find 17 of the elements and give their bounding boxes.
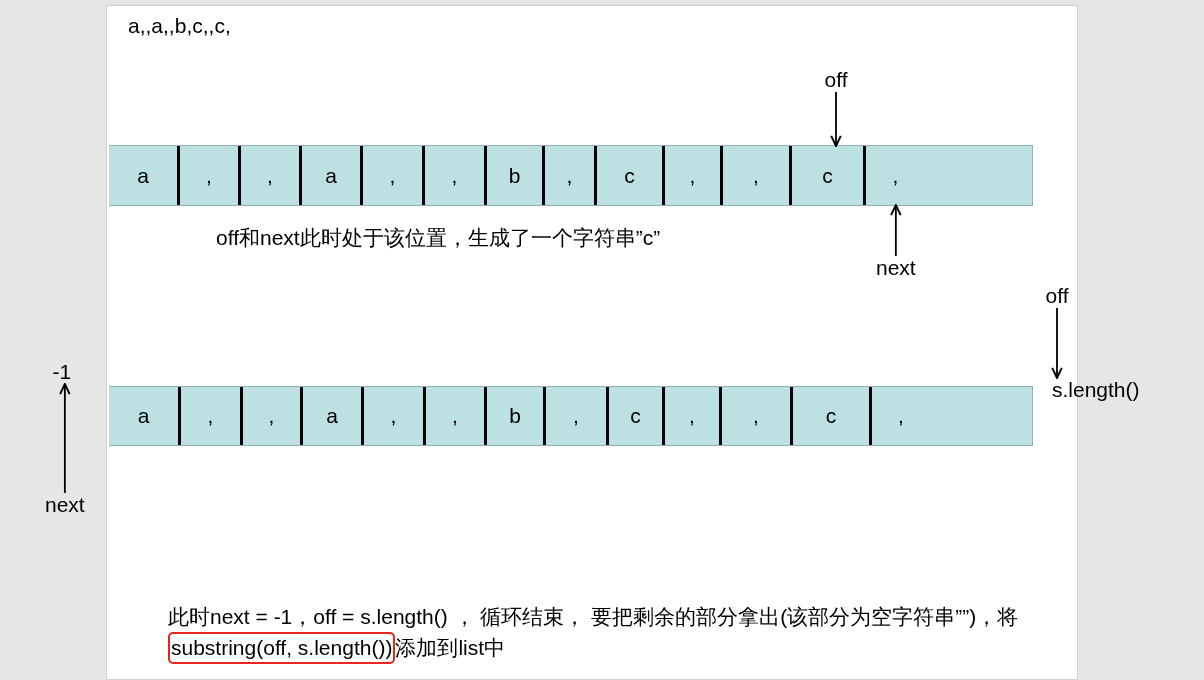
arrow xyxy=(1051,307,1063,379)
arrow xyxy=(890,204,902,257)
pointer-label: next xyxy=(45,493,85,517)
note-text: off和next此时处于该位置，生成了一个字符串”c” xyxy=(216,226,661,250)
arrow xyxy=(830,91,842,147)
pointer-label: next xyxy=(876,256,916,280)
highlight-box: substring(off, s.length()) xyxy=(168,632,396,664)
pointer-label: off xyxy=(824,68,848,92)
pointer-label: off xyxy=(1045,284,1069,308)
note-text: 此时next = -1，off = s.length() ， 循环结束， 要把剩余的部分拿出(该部分为空字符串””)，将 xyxy=(168,604,1019,630)
input-string-text: a,,a,,b,c,,c, xyxy=(128,14,231,38)
expression-label: s.length() xyxy=(1052,378,1140,402)
note-text: 添加到list中 xyxy=(395,635,506,661)
string-array-bar xyxy=(109,145,1033,206)
string-array-bar xyxy=(109,386,1033,446)
arrow xyxy=(59,383,71,494)
value-label: -1 xyxy=(52,360,72,384)
